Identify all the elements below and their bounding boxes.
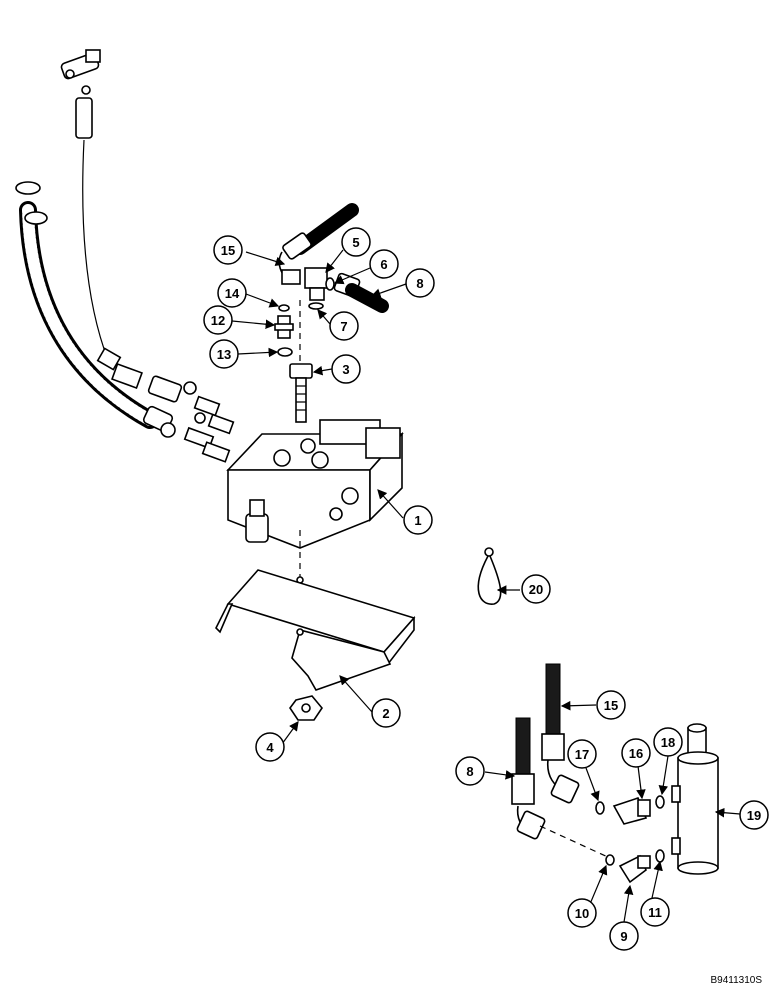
- svg-text:17: 17: [575, 747, 589, 762]
- reference-code: B9411310S: [710, 975, 762, 986]
- nut-4: [289, 695, 323, 721]
- elbow-fitting-16: [612, 797, 651, 825]
- callout-18: 18: [653, 727, 683, 757]
- oring-18: [655, 795, 665, 809]
- oring-17: [595, 801, 605, 815]
- hose-15-bottom: [541, 663, 580, 804]
- svg-text:20: 20: [529, 582, 543, 597]
- svg-text:7: 7: [340, 319, 347, 334]
- svg-text:15: 15: [221, 243, 235, 258]
- hose-8-bottom: [511, 717, 546, 840]
- tee-fitting-top: [60, 49, 101, 95]
- leader-lines: [231, 249, 741, 923]
- oring-10: [605, 854, 615, 866]
- svg-text:16: 16: [629, 746, 643, 761]
- callout-6: 6: [369, 249, 399, 279]
- callout-7: 7: [329, 311, 359, 341]
- svg-text:12: 12: [211, 313, 225, 328]
- bolt-3: [289, 363, 313, 423]
- callout-2: 2: [371, 698, 401, 728]
- callout-5: 5: [341, 227, 371, 257]
- svg-text:18: 18: [661, 735, 675, 750]
- svg-text:14: 14: [225, 286, 240, 301]
- svg-text:8: 8: [416, 276, 423, 291]
- callout-3: 3: [331, 354, 361, 384]
- fitting-12: [274, 315, 294, 339]
- svg-text:9: 9: [620, 929, 627, 944]
- svg-text:11: 11: [648, 905, 662, 920]
- svg-text:3: 3: [342, 362, 349, 377]
- valve-block-1: [226, 419, 404, 549]
- oring-11: [655, 849, 665, 863]
- svg-text:6: 6: [380, 257, 387, 272]
- svg-text:13: 13: [217, 347, 231, 362]
- corrugated-hose: [15, 181, 174, 433]
- oring-13: [277, 347, 293, 357]
- callout-17: 17: [567, 739, 597, 769]
- callout-19: 19: [739, 800, 769, 830]
- svg-text:2: 2: [382, 706, 389, 721]
- callout-13: 13: [209, 339, 239, 369]
- svg-text:5: 5: [352, 235, 359, 250]
- callout-1: 1: [403, 505, 433, 535]
- elbow-fitting-9: [618, 854, 651, 884]
- callout-14: 14: [217, 278, 247, 308]
- callout-15-top: 15: [213, 235, 243, 265]
- callout-8-bottom: 8: [455, 756, 485, 786]
- callout-10: 10: [567, 898, 597, 928]
- thin-hose: [75, 97, 143, 389]
- hose-8-top: [333, 272, 389, 313]
- callout-9: 9: [609, 921, 639, 951]
- callout-4: 4: [255, 732, 285, 762]
- callout-12: 12: [203, 305, 233, 335]
- svg-text:15: 15: [604, 698, 618, 713]
- svg-text:1: 1: [414, 513, 421, 528]
- hose-clamp-20: [477, 547, 502, 605]
- mounting-bracket-2: [215, 569, 416, 691]
- hose-15-top: [278, 203, 359, 285]
- callout-15-bottom: 15: [596, 690, 626, 720]
- callout-20: 20: [521, 574, 551, 604]
- callout-16: 16: [621, 738, 651, 768]
- callout-11: 11: [640, 897, 670, 927]
- elbow-fitting-5: [304, 267, 328, 301]
- callout-8-top: 8: [405, 268, 435, 298]
- svg-text:4: 4: [266, 740, 274, 755]
- oring-7: [308, 302, 324, 310]
- oring-6: [325, 277, 335, 291]
- oring-14: [278, 304, 290, 312]
- hose-end-fittings: [147, 375, 235, 463]
- svg-text:8: 8: [466, 764, 473, 779]
- svg-text:10: 10: [575, 906, 589, 921]
- svg-text:19: 19: [747, 808, 761, 823]
